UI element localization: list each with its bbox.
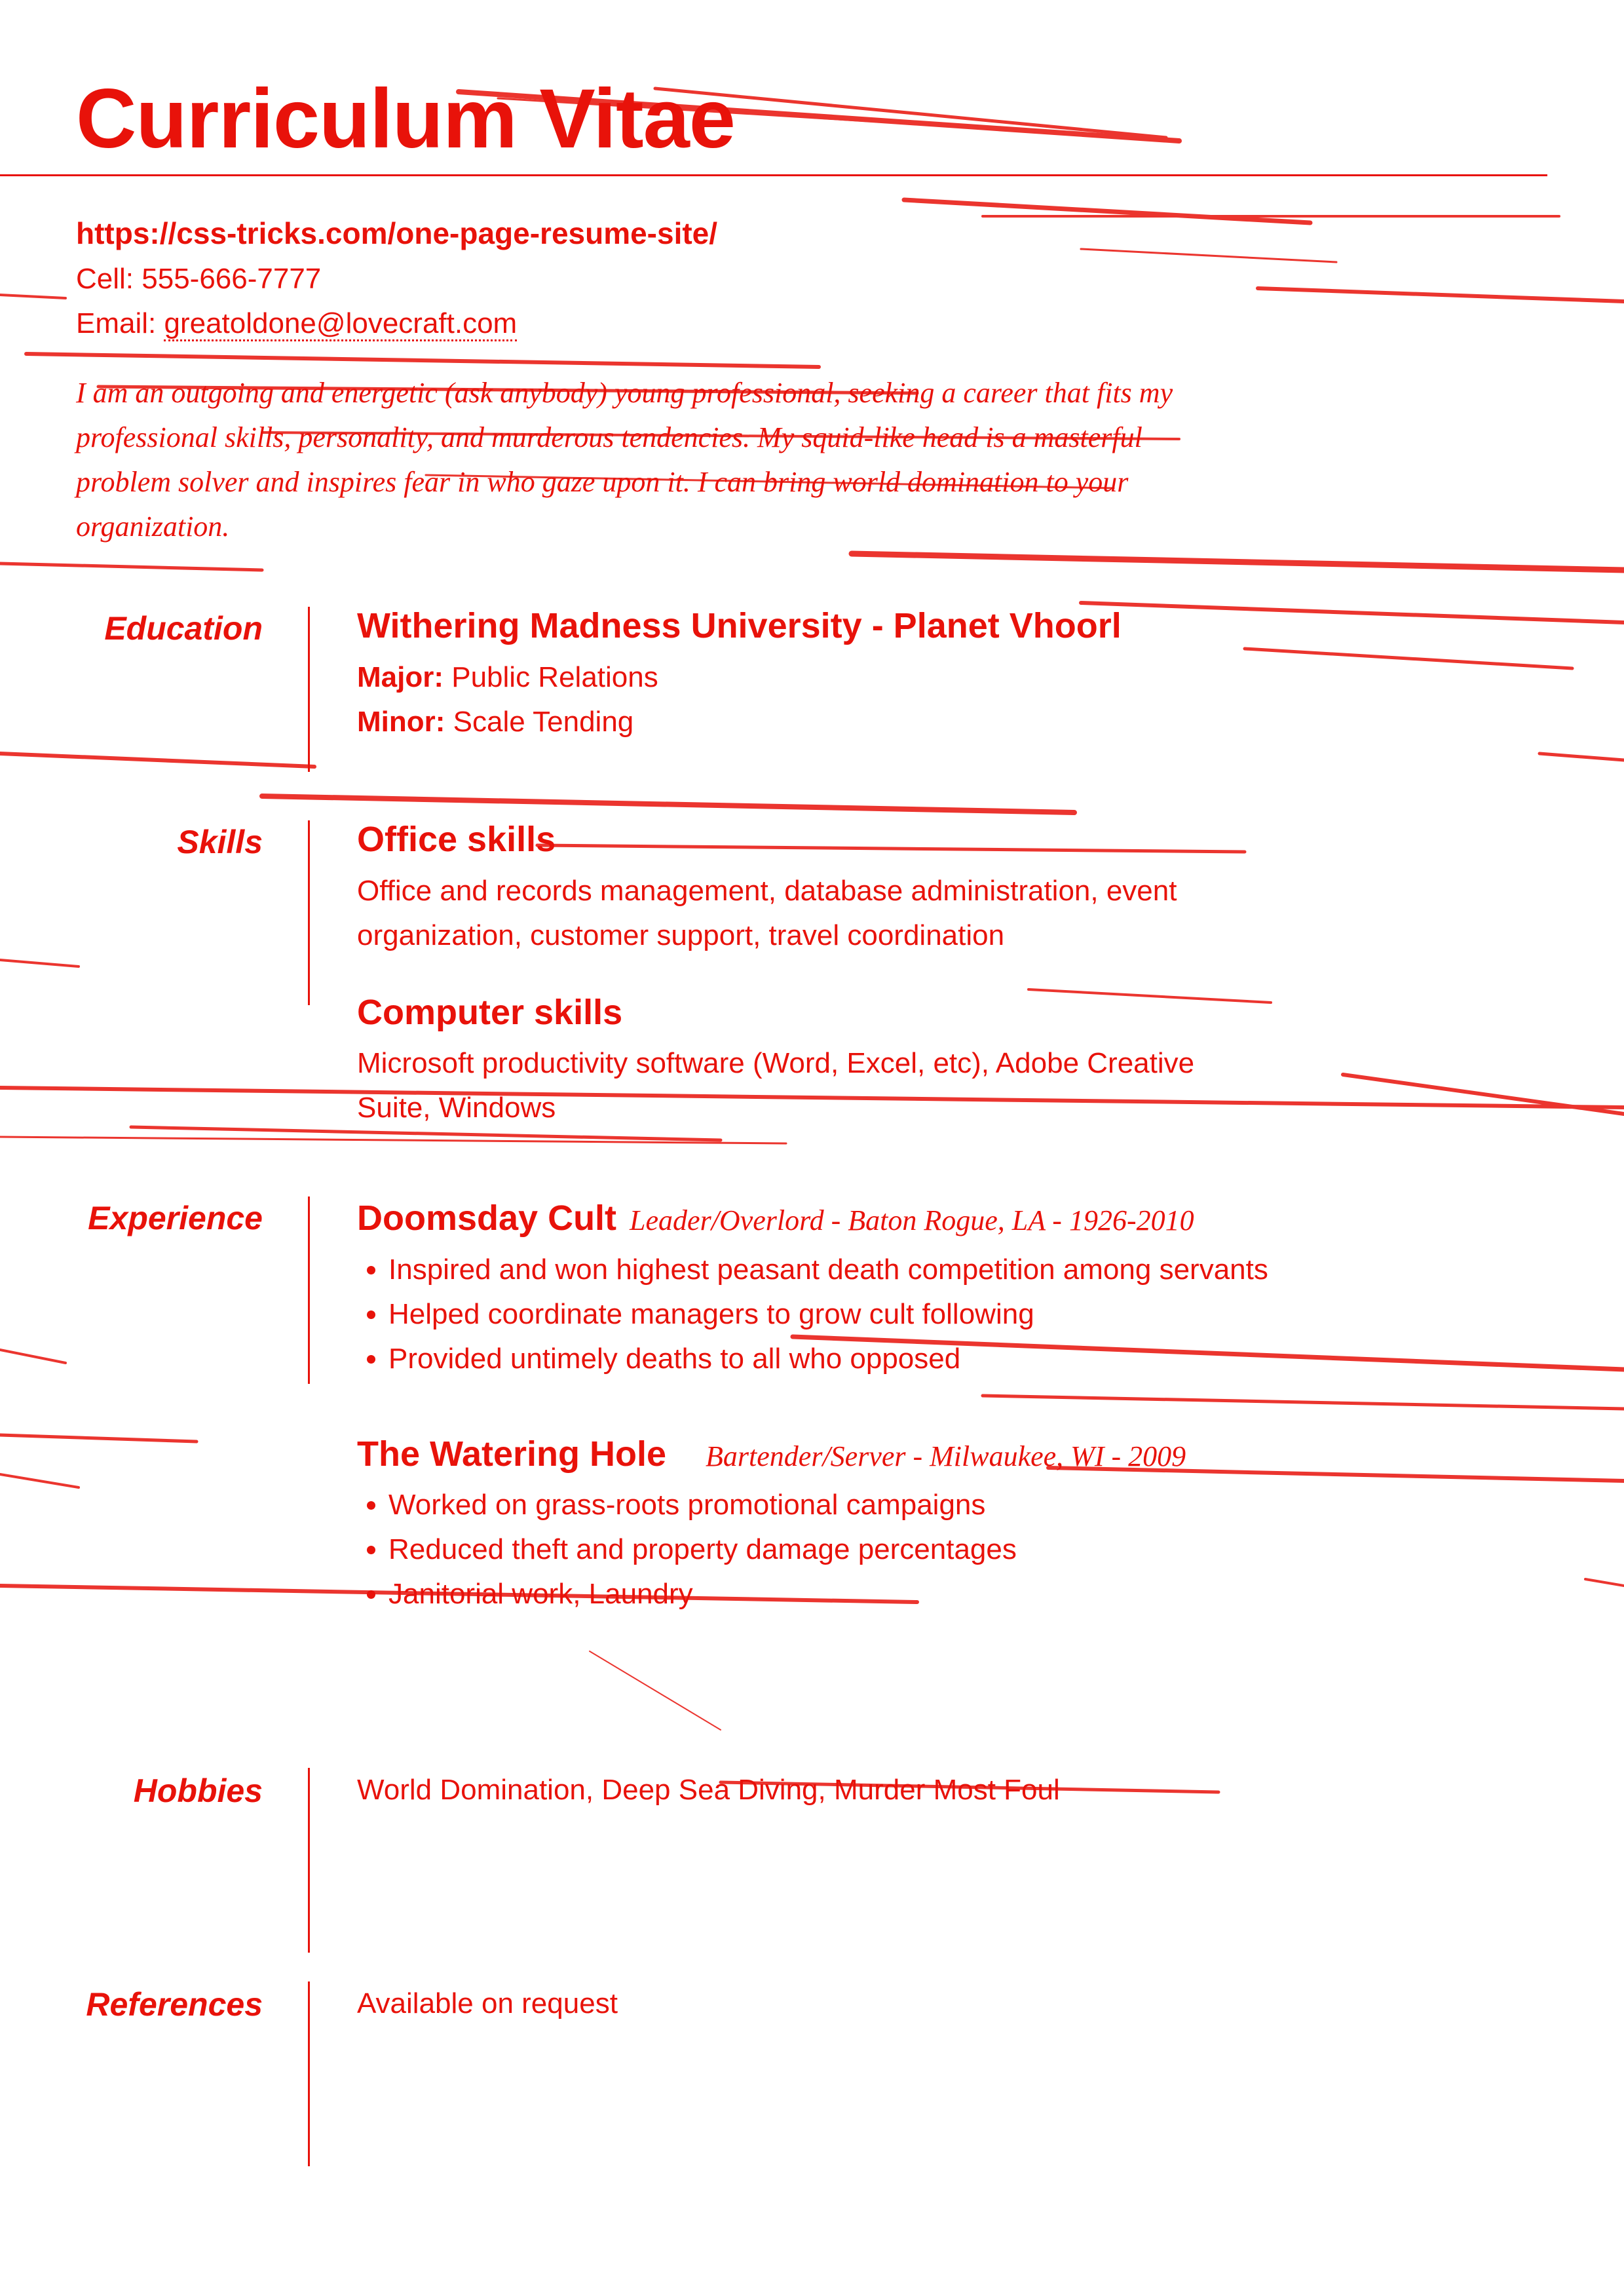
job-role: Leader/Overlord - Baton Rogue, LA - 1926… bbox=[630, 1204, 1194, 1236]
website-link[interactable]: https://css-tricks.com/one-page-resume-s… bbox=[76, 216, 718, 250]
section-label-education: Education bbox=[104, 610, 263, 647]
section-label-references: References bbox=[86, 1986, 263, 2023]
hobbies-divider bbox=[308, 1768, 310, 1953]
list-item: Provided untimely deaths to all who oppo… bbox=[388, 1337, 1287, 1381]
list-item: Inspired and won highest peasant death c… bbox=[388, 1248, 1287, 1292]
education-content: Withering Madness University - Planet Vh… bbox=[357, 604, 1122, 744]
list-item: Helped coordinate managers to grow cult … bbox=[388, 1292, 1287, 1337]
minor-label: Minor: bbox=[357, 705, 445, 738]
job-entry: The Watering Hole Bartender/Server - Milw… bbox=[357, 1432, 1287, 1617]
minor-value: Scale Tending bbox=[453, 705, 634, 738]
job-bullets: Inspired and won highest peasant death c… bbox=[357, 1248, 1287, 1381]
section-label-hobbies: Hobbies bbox=[133, 1772, 263, 1809]
job-header: The Watering Hole Bartender/Server - Milw… bbox=[357, 1432, 1287, 1477]
experience-divider bbox=[308, 1196, 310, 1384]
cell-value: 555-666-7777 bbox=[142, 263, 322, 295]
email-link[interactable]: greatoldone@lovecraft.com bbox=[164, 307, 518, 341]
page-title: Curriculum Vitae bbox=[76, 72, 736, 166]
job-bullets: Worked on grass-roots promotional campai… bbox=[357, 1483, 1287, 1617]
cell-line: Cell: 555-666-7777 bbox=[76, 257, 717, 301]
list-item: Worked on grass-roots promotional campai… bbox=[388, 1483, 1287, 1527]
references-divider bbox=[308, 1981, 310, 2166]
skills-content: Office skills Office and records managem… bbox=[357, 818, 1274, 1130]
office-skills-title: Office skills bbox=[357, 820, 556, 859]
major-line: Major: Public Relations bbox=[357, 655, 1122, 700]
job-company: The Watering Hole bbox=[357, 1434, 667, 1474]
contact-block: https://css-tricks.com/one-page-resume-s… bbox=[76, 211, 717, 346]
title-rule bbox=[0, 174, 1547, 176]
section-label-experience: Experience bbox=[88, 1200, 263, 1236]
job-entry: Doomsday Cult Leader/Overlord - Baton Rog… bbox=[357, 1196, 1287, 1381]
education-divider bbox=[308, 607, 310, 772]
skills-divider bbox=[308, 820, 310, 1005]
list-item: Janitorial work, Laundry bbox=[388, 1572, 1287, 1617]
references-text: Available on request bbox=[357, 1987, 618, 2019]
computer-skills-title: Computer skills bbox=[357, 992, 623, 1032]
minor-line: Minor: Scale Tending bbox=[357, 700, 1122, 744]
major-label: Major: bbox=[357, 660, 444, 693]
cell-label: Cell: bbox=[76, 263, 142, 295]
section-label-skills: Skills bbox=[177, 824, 263, 860]
major-value: Public Relations bbox=[451, 660, 658, 693]
list-item: Reduced theft and property damage percen… bbox=[388, 1527, 1287, 1572]
office-skills-text: Office and records management, database … bbox=[357, 874, 1177, 951]
job-header: Doomsday Cult Leader/Overlord - Baton Rog… bbox=[357, 1196, 1287, 1241]
email-line: Email: greatoldone@lovecraft.com bbox=[76, 301, 717, 346]
school-name: Withering Madness University - Planet Vh… bbox=[357, 606, 1122, 645]
computer-skills-text: Microsoft productivity software (Word, E… bbox=[357, 1047, 1195, 1124]
experience-content: Doomsday Cult Leader/Overlord - Baton Rog… bbox=[357, 1196, 1287, 1617]
hobbies-text: World Domination, Deep Sea Diving, Murde… bbox=[357, 1774, 1060, 1806]
email-label: Email: bbox=[76, 307, 164, 339]
job-role: Bartender/Server - Milwaukee, WI - 2009 bbox=[706, 1440, 1186, 1472]
job-company: Doomsday Cult bbox=[357, 1198, 617, 1238]
intro-paragraph: I am an outgoing and energetic (ask anyb… bbox=[76, 377, 1173, 543]
